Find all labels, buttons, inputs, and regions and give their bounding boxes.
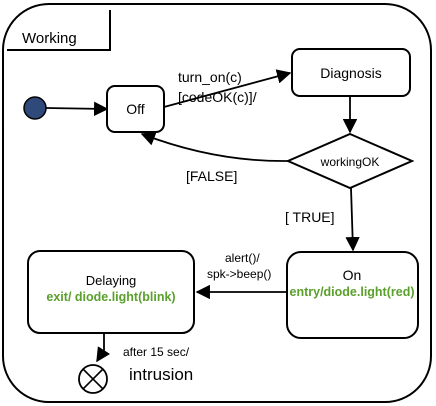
false-guard-label: [FALSE]: [186, 168, 237, 184]
transition-off-to-diagnosis: [163, 69, 292, 108]
true-guard-label: [ TRUE]: [285, 209, 335, 225]
state-on-label: On: [343, 267, 362, 283]
alert-event-label: alert()/: [225, 251, 260, 265]
turn-on-guard-label: [codeOK(c)]/: [178, 89, 257, 105]
state-delaying-action: exit/ diode.light(blink): [46, 290, 175, 304]
working-title-tab: [7, 10, 111, 51]
state-on: [286, 251, 419, 339]
state-delaying: [27, 250, 195, 334]
intrusion-label: intrusion: [129, 365, 193, 384]
timeout-event-label: after 15 sec/: [123, 345, 190, 359]
state-off-label: Off: [126, 101, 145, 117]
transition-true-to-on: [345, 187, 360, 252]
initial-state: [23, 96, 47, 120]
state-diagnosis-label: Diagnosis: [320, 65, 381, 81]
alert-action-label: spk->beep(): [207, 267, 271, 281]
state-diagnosis: [291, 48, 411, 97]
transition-delaying-to-final: [96, 333, 111, 363]
initial-transition: [45, 101, 109, 116]
state-on-action: entry/diode.light(red): [290, 285, 415, 299]
terminate-state: [78, 364, 108, 394]
state-delaying-label: Delaying: [86, 273, 137, 288]
decision-working-ok-label: workingOK: [320, 155, 380, 169]
state-off: [106, 85, 165, 133]
transition-false-to-off: [140, 131, 289, 162]
working-title: Working: [22, 30, 77, 47]
turn-on-event-label: turn_on(c): [178, 69, 242, 85]
decision-working-ok: [285, 132, 415, 190]
